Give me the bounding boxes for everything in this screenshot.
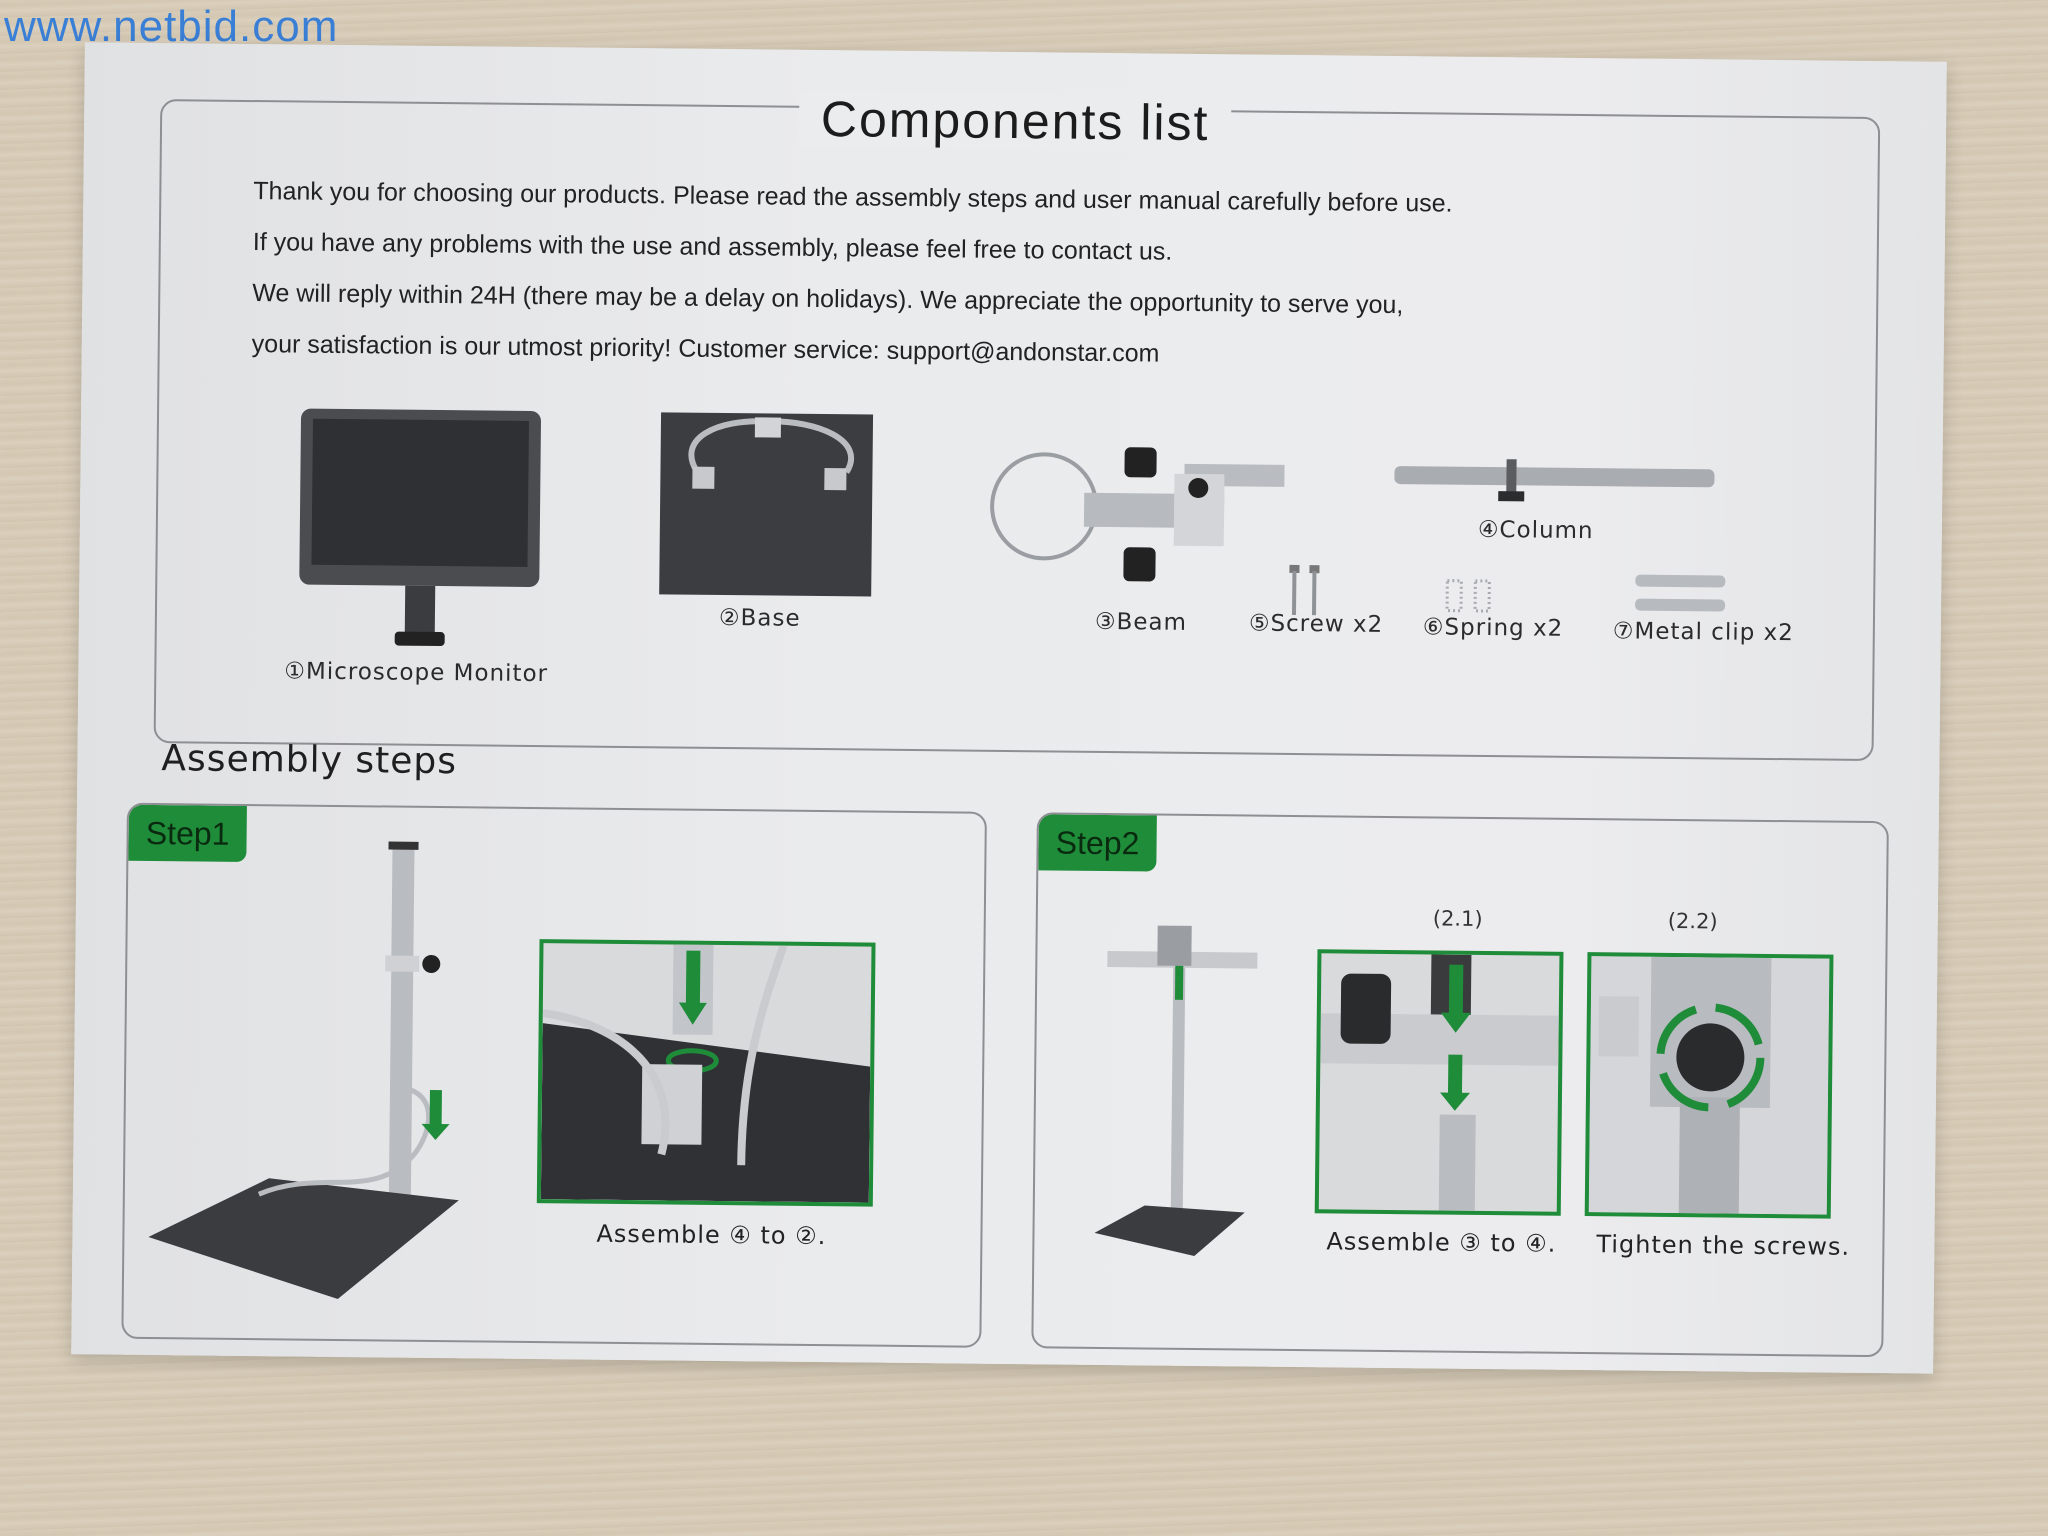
step2-caption-2: Tighten the screws. — [1596, 1230, 1851, 1261]
spring-image — [1445, 579, 1491, 613]
step1-stand-image — [148, 841, 459, 1300]
column-image — [1394, 459, 1715, 502]
instruction-sheet: Components list Thank you for choosing o… — [71, 42, 1947, 1374]
components-title-text: Components list — [798, 90, 1232, 152]
part-label-base: ②Base — [718, 604, 801, 632]
part-label-metal-clip: ⑦Metal clip x2 — [1612, 618, 1794, 647]
step2-panel: Step2 (2.1) Assemble ③ to ④. (2.2) — [1031, 812, 1889, 1358]
part-label-screw: ⑤Screw x2 — [1248, 610, 1384, 638]
step2-detail-photo-2 — [1584, 952, 1834, 1219]
step2-tag: Step2 — [1038, 814, 1157, 872]
beam-image — [990, 447, 1285, 582]
intro-text: Thank you for choosing our products. Ple… — [251, 166, 1673, 385]
step2-stand-image — [1094, 925, 1258, 1256]
step1-panel: Step1 Assemble ④ to ②. — [121, 802, 987, 1348]
step2-caption-1: Assemble ③ to ④. — [1326, 1227, 1557, 1258]
screw-image — [1289, 564, 1320, 616]
part-label-column: ④Column — [1477, 516, 1594, 545]
step2-detail-photo-1 — [1314, 949, 1564, 1216]
part-label-beam: ③Beam — [1094, 608, 1188, 636]
metal-clip-image — [1635, 574, 1726, 612]
step2-sub-label-2: (2.2) — [1667, 908, 1718, 934]
part-label-spring: ⑥Spring x2 — [1422, 614, 1564, 642]
step1-caption: Assemble ④ to ②. — [596, 1219, 827, 1251]
assembly-steps-title: Assembly steps — [161, 738, 458, 783]
step2-sub-label-1: (2.1) — [1432, 906, 1483, 931]
base-image — [659, 412, 874, 597]
microscope-monitor-image — [299, 408, 541, 647]
step1-detail-photo — [536, 939, 876, 1207]
part-label-monitor: ①Microscope Monitor — [284, 658, 549, 688]
